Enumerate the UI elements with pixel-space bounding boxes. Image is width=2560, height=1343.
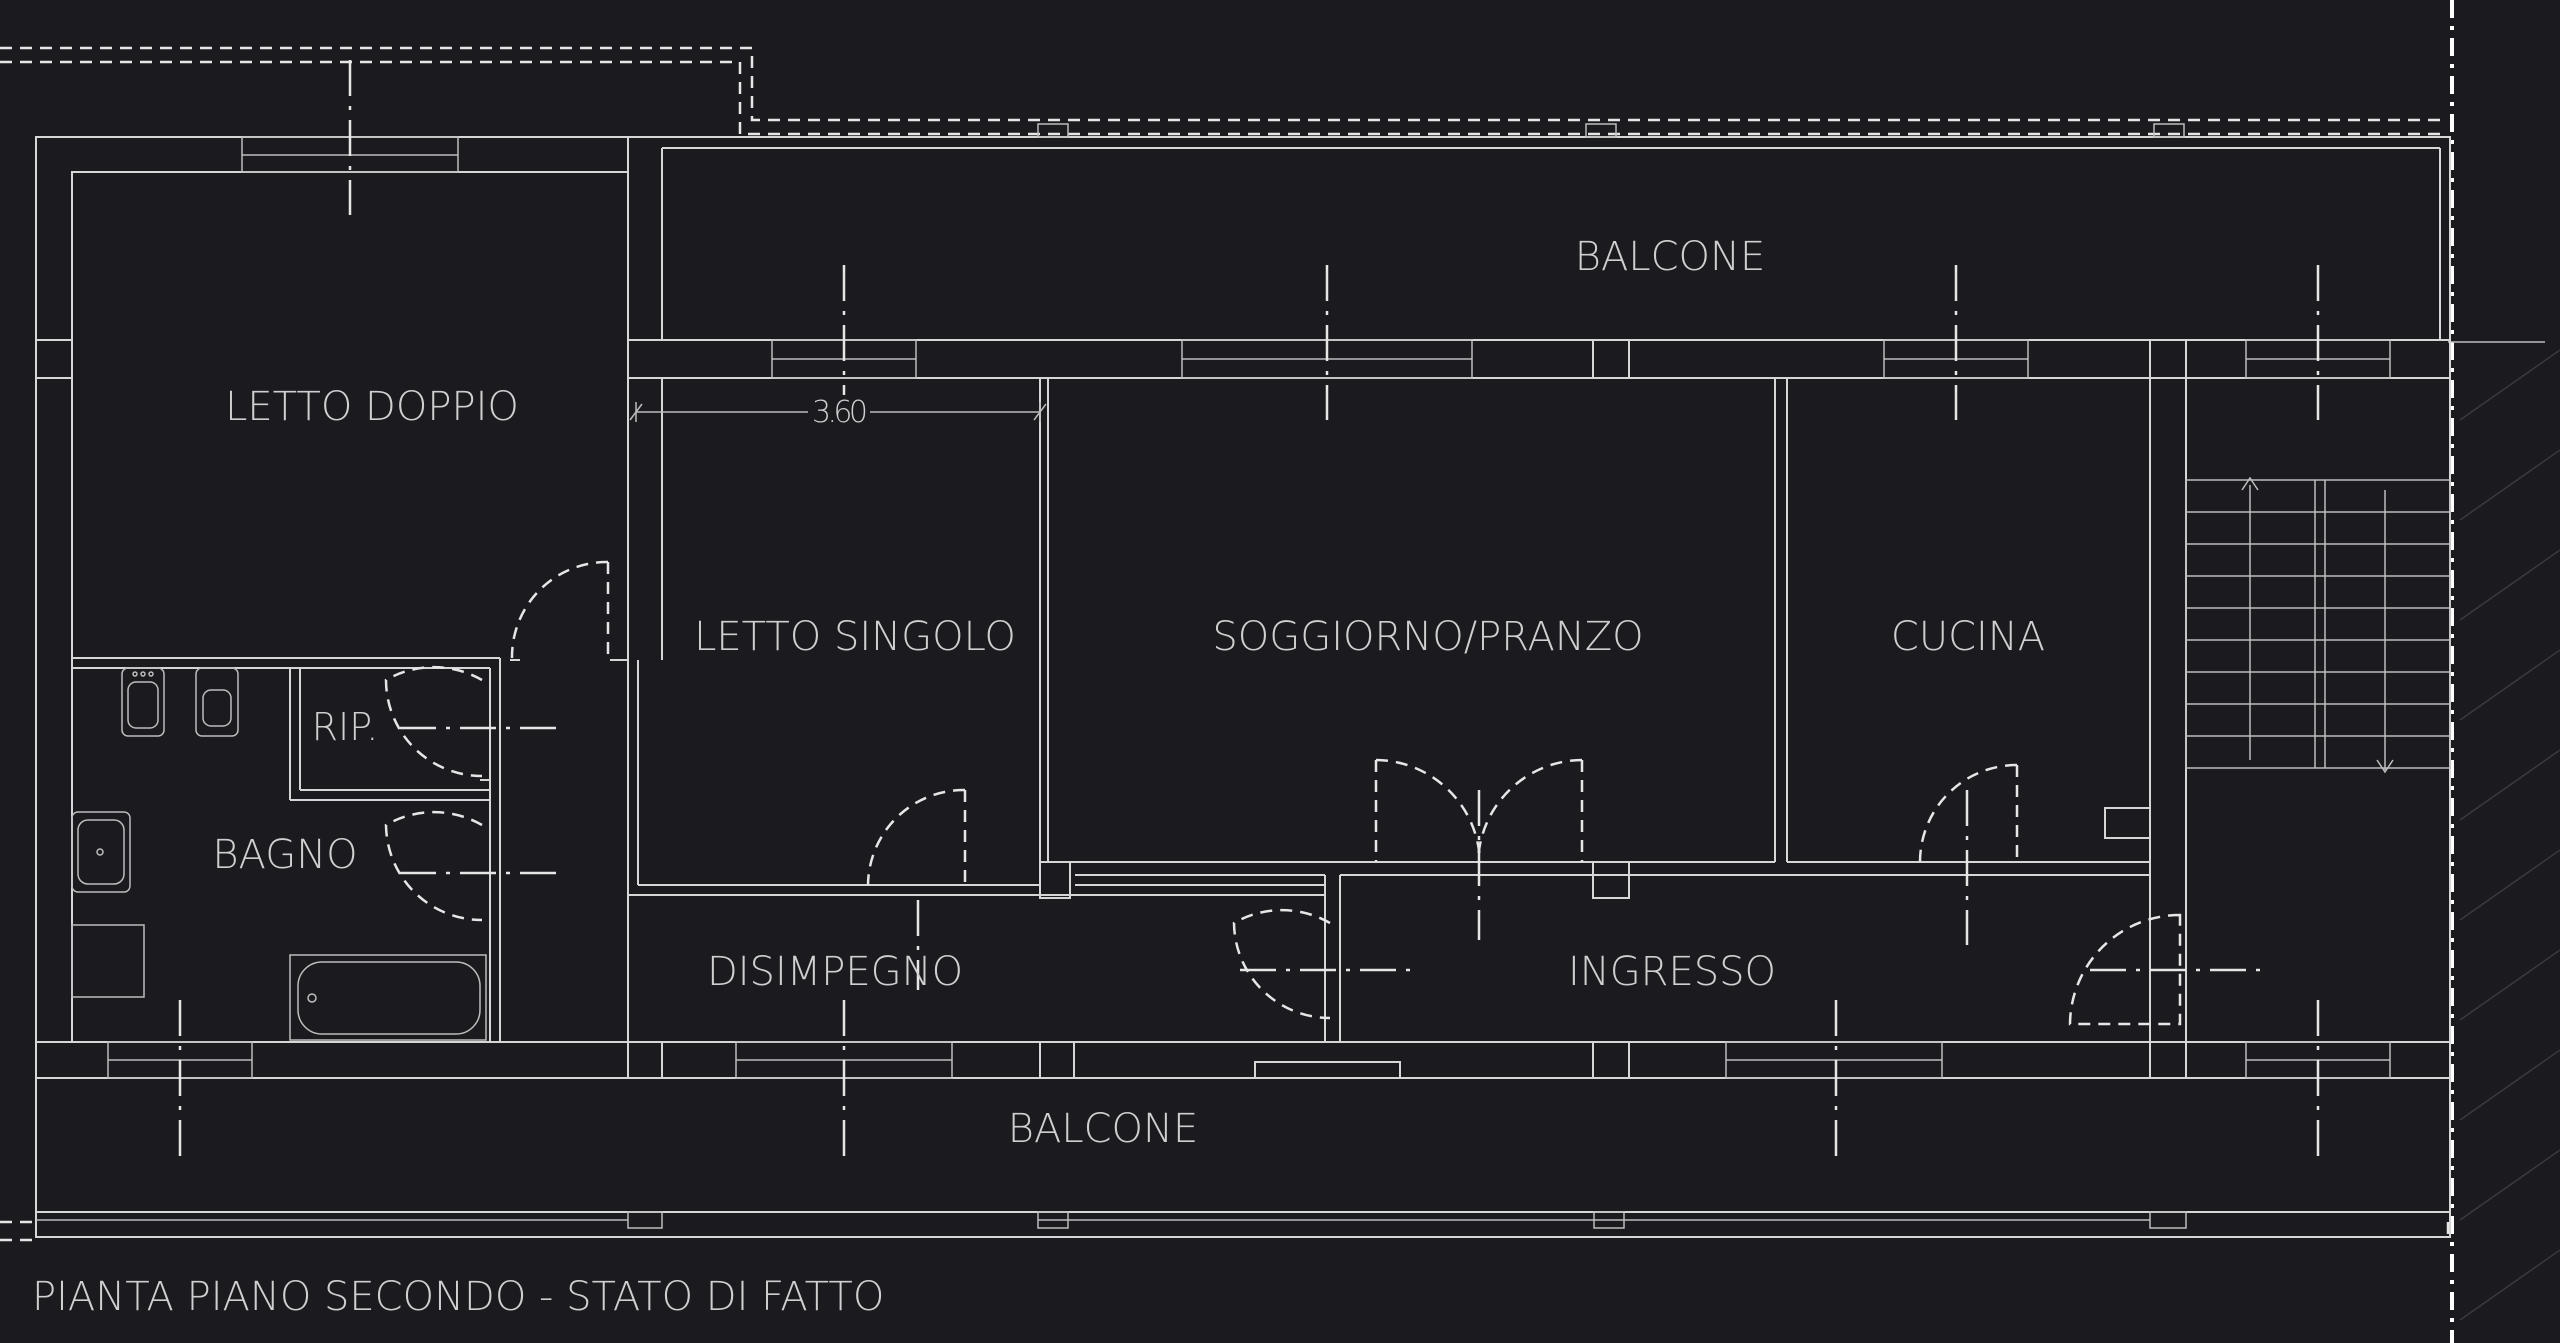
room-label-balcone-north: BALCONE — [1575, 234, 1765, 280]
site-boundary — [2448, 0, 2560, 1343]
window-axes — [178, 60, 2320, 1160]
room-label-soggiorno: SOGGIORNO/PRANZO — [1212, 614, 1643, 660]
windows — [36, 123, 2391, 1229]
room-labels: BALCONE LETTO DOPPIO LETTO SINGOLO SOGGI… — [212, 234, 2045, 1152]
room-label-cucina: CUCINA — [1891, 614, 2045, 660]
drawing-title: PIANTA PIANO SECONDO - STATO DI FATTO — [32, 1274, 884, 1320]
room-label-disimpegno: DISIMPEGNO — [707, 949, 963, 995]
dimension-line: 3.60 — [629, 395, 1047, 430]
roof-outline — [0, 46, 2450, 1242]
staircase — [2185, 476, 2451, 774]
room-label-letto-doppio: LETTO DOPPIO — [225, 384, 519, 430]
room-label-balcone-south: BALCONE — [1008, 1106, 1198, 1152]
room-label-letto-singolo: LETTO SINGOLO — [694, 614, 1016, 660]
room-label-ripostiglio: RIP. — [312, 705, 379, 749]
dimension-label: 3.60 — [812, 395, 868, 430]
room-label-ingresso: INGRESSO — [1568, 949, 1776, 995]
doors — [384, 560, 2260, 1026]
exterior-walls — [35, 136, 2451, 1238]
room-label-bagno: BAGNO — [212, 832, 357, 878]
bathroom-fixtures — [71, 667, 487, 1041]
